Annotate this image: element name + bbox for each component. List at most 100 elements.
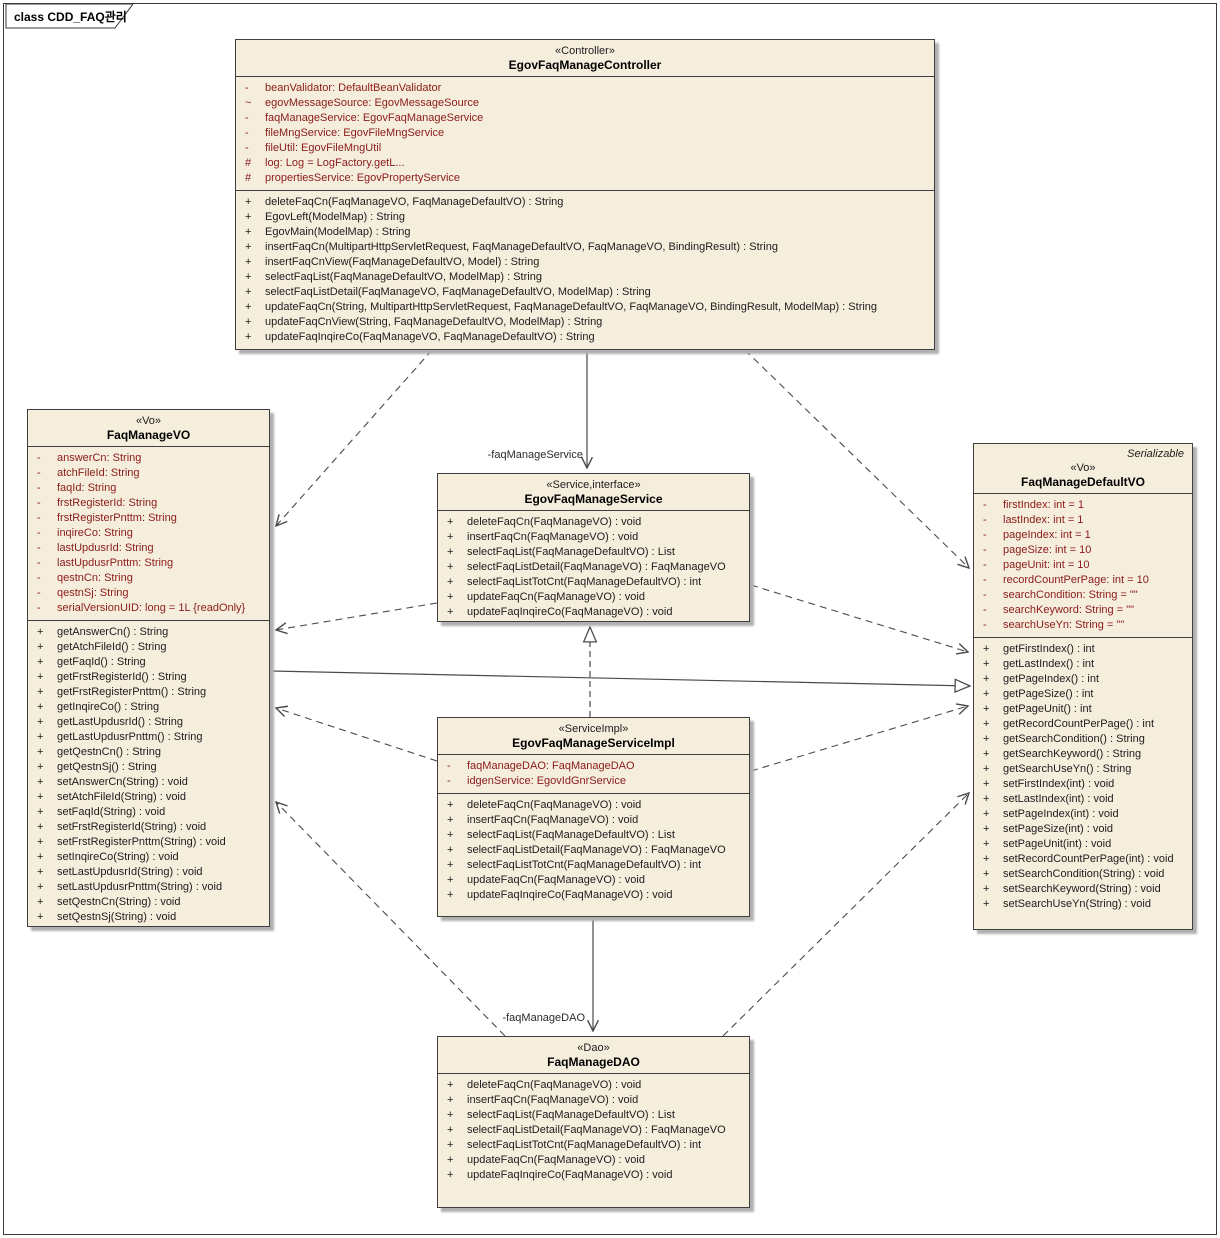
class-name: FaqManageDefaultVO (1020, 475, 1146, 489)
member-row: +setPageIndex(int) : void (974, 807, 1190, 822)
member-visibility: + (983, 823, 990, 835)
member-row: +getAnswerCn() : String (28, 625, 267, 640)
class-box-faqmanagedao[interactable]: «Dao» FaqManageDAO +deleteFaqCn(FaqManag… (437, 1036, 750, 1208)
class-box-egovfaqmanageservice[interactable]: «Service,interface» EgovFaqManageService… (437, 473, 750, 622)
member-text: getInqireCo() : String (57, 701, 160, 713)
member-row: +selectFaqListTotCnt(FaqManageDefaultVO)… (438, 1138, 747, 1153)
member-text: getFaqId() : String (57, 656, 146, 668)
member-text: selectFaqListTotCnt(FaqManageDefaultVO) … (467, 859, 702, 871)
member-row: +getFirstIndex() : int (974, 642, 1190, 657)
member-visibility: + (447, 1124, 454, 1136)
member-text: getSearchKeyword() : String (1003, 748, 1142, 760)
member-row: +setSearchCondition(String) : void (974, 867, 1190, 882)
member-row: +deleteFaqCn(FaqManageVO) : void (438, 1078, 747, 1093)
member-text: getLastUpdusrPnttm() : String (57, 731, 203, 743)
member-visibility: + (983, 763, 990, 775)
member-row: ~egovMessageSource: EgovMessageSource (236, 96, 932, 111)
member-text: setFaqId(String) : void (57, 806, 166, 818)
member-row: +insertFaqCnView(FaqManageDefaultVO, Mod… (236, 255, 932, 270)
class-box-egovfaqmanagecontroller[interactable]: «Controller» EgovFaqManageController -be… (235, 39, 935, 350)
member-visibility: - (983, 604, 987, 616)
member-text: qestnSj: String (57, 587, 129, 599)
member-text: getAtchFileId() : String (57, 641, 167, 653)
member-row: +setLastIndex(int) : void (974, 792, 1190, 807)
member-visibility: + (983, 718, 990, 730)
member-visibility: + (447, 1109, 454, 1121)
member-visibility: - (37, 602, 41, 614)
member-text: updateFaqInqireCo(FaqManageVO) : void (467, 1169, 673, 1181)
member-row: +selectFaqList(FaqManageDefaultVO, Model… (236, 270, 932, 285)
member-visibility: + (447, 576, 454, 588)
member-visibility: + (983, 898, 990, 910)
member-row: -faqManageService: EgovFaqManageService (236, 111, 932, 126)
member-text: insertFaqCn(FaqManageVO) : void (467, 814, 639, 826)
member-visibility: + (37, 716, 44, 728)
member-text: qestnCn: String (57, 572, 133, 584)
member-text: searchKeyword: String = "" (1003, 604, 1135, 616)
member-text: frstRegisterPnttm: String (57, 512, 177, 524)
member-row: -lastUpdusrId: String (28, 541, 267, 556)
member-visibility: + (37, 731, 44, 743)
class-stereotype: «Vo» (1070, 462, 1096, 474)
member-visibility: + (447, 874, 454, 886)
member-text: faqId: String (57, 482, 117, 494)
member-text: answerCn: String (57, 452, 142, 464)
member-text: deleteFaqCn(FaqManageVO) : void (467, 1079, 642, 1091)
class-box-faqmanagedefaultvo[interactable]: Serializable «Vo» FaqManageDefaultVO -fi… (973, 443, 1193, 930)
member-text: setRecordCountPerPage(int) : void (1003, 853, 1174, 865)
member-visibility: - (983, 514, 987, 526)
member-visibility: - (37, 572, 41, 584)
member-row: +getLastUpdusrId() : String (28, 715, 267, 730)
member-row: -idgenService: EgovIdGnrService (438, 774, 747, 789)
generalization-faqmanagevo-faqmanagedefaultvo (270, 670, 970, 686)
member-row: -faqId: String (28, 481, 267, 496)
member-text: getQestnSj() : String (57, 761, 157, 773)
member-text: idgenService: EgovIdGnrService (467, 775, 626, 787)
methods-compartment: +deleteFaqCn(FaqManageVO) : void+insertF… (438, 511, 749, 621)
class-header: «Vo» FaqManageVO (28, 410, 269, 447)
member-visibility: - (37, 452, 41, 464)
member-visibility: + (447, 814, 454, 826)
attributes-compartment: -answerCn: String-atchFileId: String-faq… (28, 447, 269, 621)
class-box-faqmanagevo[interactable]: «Vo» FaqManageVO -answerCn: String-atchF… (27, 409, 270, 927)
member-text: getQestnCn() : String (57, 746, 161, 758)
member-visibility: + (447, 516, 454, 528)
member-visibility: # (245, 172, 252, 184)
member-text: getPageSize() : int (1003, 688, 1094, 700)
member-row: -serialVersionUID: long = 1L {readOnly} (28, 601, 267, 616)
member-visibility: - (983, 499, 987, 511)
methods-compartment: +deleteFaqCn(FaqManageVO) : void+insertF… (438, 1074, 749, 1207)
member-visibility: + (37, 776, 44, 788)
member-row: -frstRegisterPnttm: String (28, 511, 267, 526)
member-row: +setQestnCn(String) : void (28, 895, 267, 910)
member-visibility: + (37, 866, 44, 878)
dependency-serviceimpl-faqmanagedefaultvo (750, 706, 968, 772)
member-visibility: - (983, 544, 987, 556)
class-stereotype: «Controller» (555, 45, 615, 57)
member-text: searchUseYn: String = "" (1003, 619, 1125, 631)
member-text: setInqireCo(String) : void (57, 851, 179, 863)
member-visibility: + (37, 671, 44, 683)
member-visibility: + (447, 889, 454, 901)
member-visibility: + (245, 226, 252, 238)
member-text: setAnswerCn(String) : void (57, 776, 188, 788)
member-row: -lastUpdusrPnttm: String (28, 556, 267, 571)
member-text: pageUnit: int = 10 (1003, 559, 1090, 571)
member-visibility: + (37, 761, 44, 773)
member-row: +setAtchFileId(String) : void (28, 790, 267, 805)
methods-compartment: +getFirstIndex() : int+getLastIndex() : … (974, 638, 1192, 929)
member-text: propertiesService: EgovPropertyService (265, 172, 461, 184)
member-text: insertFaqCnView(FaqManageDefaultVO, Mode… (265, 256, 540, 268)
member-text: insertFaqCn(FaqManageVO) : void (467, 531, 639, 543)
class-box-egovfaqmanageserviceimpl[interactable]: «ServiceImpl» EgovFaqManageServiceImpl -… (437, 717, 750, 917)
member-text: frstRegisterId: String (57, 497, 158, 509)
member-visibility: + (245, 196, 252, 208)
member-visibility: + (37, 851, 44, 863)
member-row: +setFaqId(String) : void (28, 805, 267, 820)
member-text: insertFaqCn(MultipartHttpServletRequest,… (265, 241, 778, 253)
member-row: +getInqireCo() : String (28, 700, 267, 715)
member-visibility: + (983, 853, 990, 865)
frame-title-tab (5, 3, 134, 29)
diagram-frame (3, 3, 1217, 1235)
member-visibility: - (245, 127, 249, 139)
